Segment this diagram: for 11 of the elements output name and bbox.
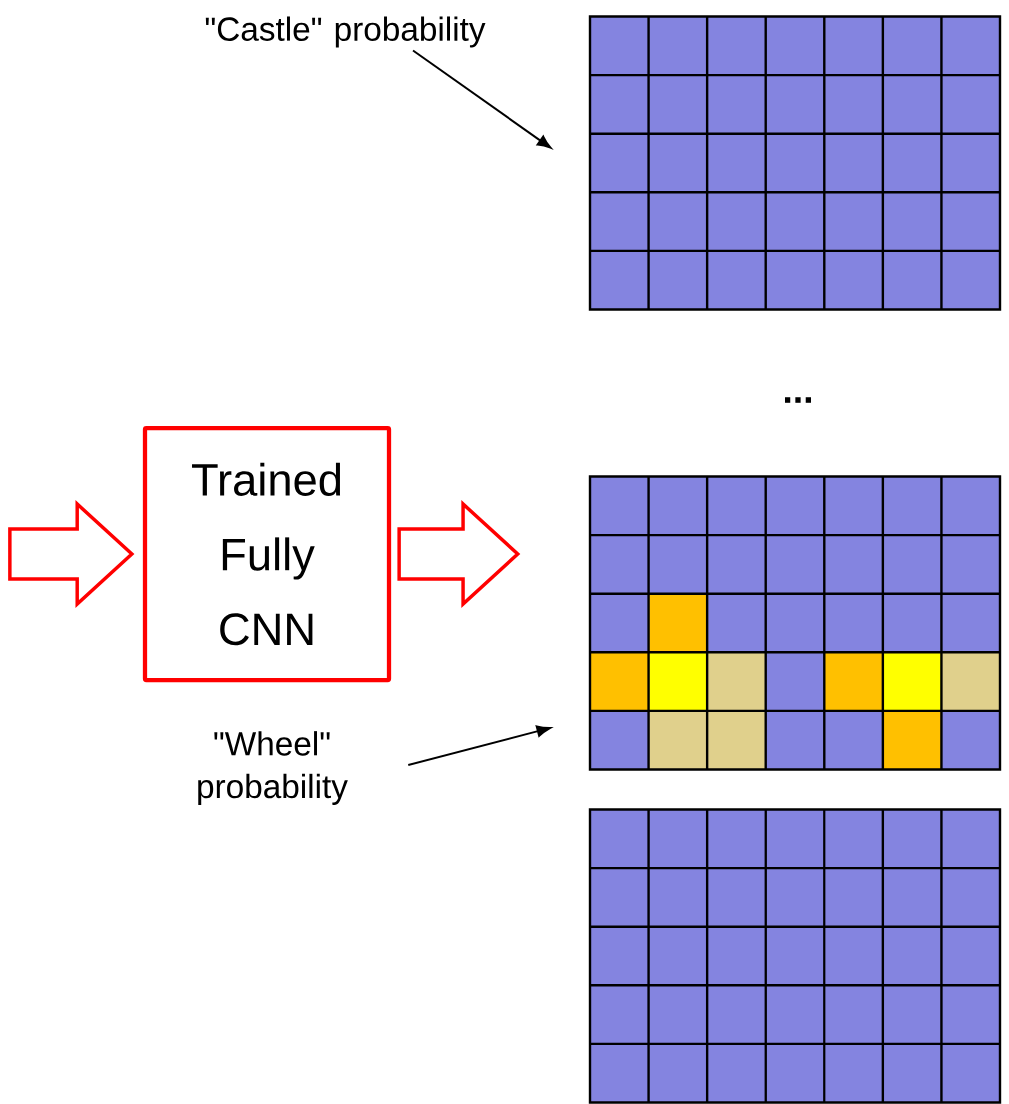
process-box: Trained Fully CNN xyxy=(142,425,392,683)
leader-arrow xyxy=(412,49,552,149)
block-arrow xyxy=(397,500,521,608)
leader-arrow xyxy=(407,725,551,766)
block-arrow xyxy=(8,500,135,608)
probability-grid xyxy=(588,475,1002,771)
probability-grid xyxy=(588,15,1002,311)
caption-text: "Castle" probability xyxy=(205,16,486,48)
probability-grid xyxy=(588,808,1002,1104)
caption-text: "Wheel" probability xyxy=(198,731,348,805)
ellipsis-label: ... xyxy=(784,397,811,403)
